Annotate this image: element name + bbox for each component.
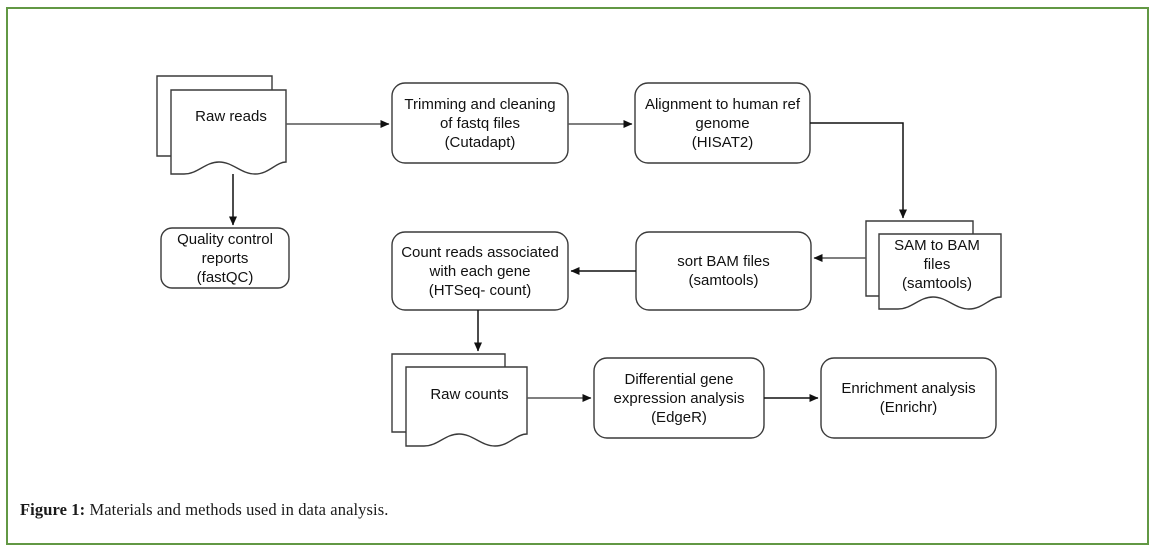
figure-caption-text: Materials and methods used in data analy… bbox=[85, 500, 389, 519]
figure-caption-label: Figure 1: bbox=[20, 500, 86, 519]
node-quality-control-reports[interactable] bbox=[160, 227, 290, 289]
node-enrichment-analysis[interactable] bbox=[820, 357, 997, 439]
edge-alignment-to-sam-to-bam bbox=[810, 122, 907, 219]
figure-caption: Figure 1: Materials and methods used in … bbox=[20, 500, 1120, 520]
sam-to-bam-front-sheet bbox=[878, 233, 1002, 310]
enrichment-box bbox=[820, 357, 997, 439]
node-count-reads-per-gene[interactable] bbox=[391, 231, 569, 311]
node-trimming-cleaning[interactable] bbox=[391, 82, 569, 164]
node-sam-to-bam-files[interactable] bbox=[865, 220, 1002, 310]
raw-reads-front-sheet bbox=[170, 89, 287, 175]
quality-control-box bbox=[160, 227, 290, 289]
raw-counts-front-sheet bbox=[405, 366, 528, 447]
node-sort-bam-files[interactable] bbox=[635, 231, 812, 311]
node-differential-expression[interactable] bbox=[593, 357, 765, 439]
count-reads-box bbox=[391, 231, 569, 311]
sort-bam-box bbox=[635, 231, 812, 311]
trimming-box bbox=[391, 82, 569, 164]
node-raw-counts[interactable] bbox=[391, 353, 528, 447]
alignment-box bbox=[634, 82, 811, 164]
node-raw-reads[interactable] bbox=[156, 75, 287, 175]
node-alignment-human-ref[interactable] bbox=[634, 82, 811, 164]
differential-box bbox=[593, 357, 765, 439]
